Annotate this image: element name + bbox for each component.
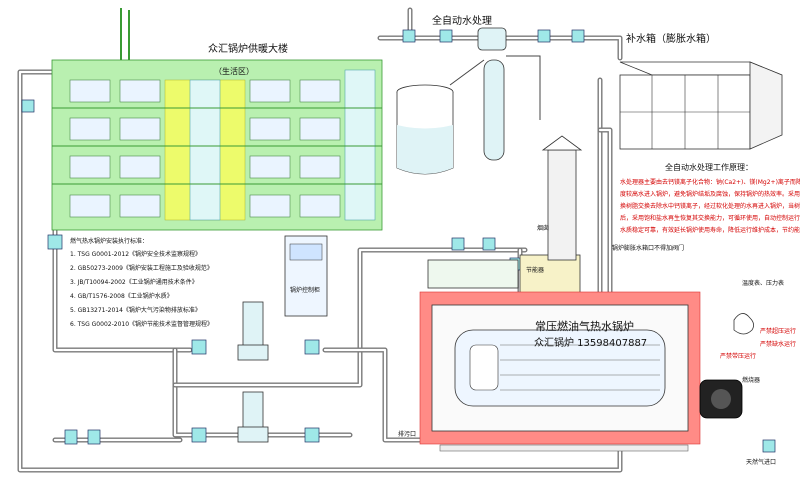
economizer-label: 节能器 — [526, 266, 544, 274]
building-subtitle: （生活区） — [214, 66, 254, 76]
water-treatment-title: 全自动水处理 — [432, 14, 492, 27]
principle-line-4: 后，采用饱和盐水再生恢复其交换能力，可循环使用，自动控制运行，操作简便， — [620, 214, 800, 222]
standard-6: 6. TSG G0002-2010《锅炉节能技术监督管理规程》 — [70, 320, 213, 328]
principle-panel: 全自动水处理工作原理： 水处理器主要由去钙镁离子化合物：钠(Ca2+)、镁(Mg… — [620, 162, 800, 234]
standard-4: 4. GB/T1576-2008《工业锅炉水质》 — [70, 292, 173, 300]
boiler-icon: 常压燃油气热水锅炉 众汇锅炉 13598407887 — [419, 291, 701, 452]
safety-warning-3: 严禁带压运行 — [720, 352, 756, 360]
pump-upper — [237, 301, 269, 361]
temp-pressure-label: 温度表、压力表 — [742, 279, 784, 287]
chimney-label: 烟囱 — [537, 224, 549, 232]
hand-warning-icon — [733, 313, 754, 335]
valve-group — [21, 29, 776, 453]
chimney-icon: 烟囱 — [537, 135, 583, 261]
principle-line-5: 水质稳定可靠，有效延长锅炉使用寿命，降低运行维护成本，节约能源。 — [620, 226, 800, 234]
boiler-phone: 众汇锅炉 13598407887 — [534, 336, 647, 349]
water-tank-icon: 补水箱（膨胀水箱） — [619, 32, 783, 150]
water-treatment-unit: 全自动水处理 — [396, 14, 541, 175]
burner-icon: 燃烧器 — [699, 376, 760, 419]
control-cabinet-label: 锅炉控制柜 — [290, 286, 320, 294]
principle-title: 全自动水处理工作原理： — [665, 162, 753, 172]
principle-line-2: 度较高水进入锅炉，避免锅炉结垢及腐蚀，保持锅炉的热效率。采用离子交 — [620, 190, 800, 198]
expansion-note: 锅炉膨胀水箱口不得加阀门 — [612, 244, 684, 252]
standard-3: 3. JB/T10094-2002《工业锅炉通用技术条件》 — [70, 278, 198, 286]
pump-lower — [237, 391, 269, 443]
drain-outlet-label: 排污口 — [398, 430, 416, 438]
salt-tank-icon — [396, 84, 454, 175]
principle-line-3: 换树脂交换去除水中钙镁离子，经过软化处理的水再进入锅炉，当树脂失效 — [620, 202, 800, 210]
boiler-title: 常压燃油气热水锅炉 — [535, 319, 634, 333]
building-floors — [69, 69, 376, 221]
economizer-icon: 节能器 — [427, 254, 581, 296]
gas-inlet-label: 天然气进口 — [746, 458, 776, 466]
safety-warning-2: 严禁缺水运行 — [760, 340, 796, 348]
safety-warning-1: 严禁超压运行 — [760, 327, 796, 335]
heating-building: 众汇锅炉供暖大楼 （生活区） — [51, 8, 383, 231]
burner-label: 燃烧器 — [742, 376, 760, 384]
standard-5: 5. GB13271-2014《锅炉大气污染物排放标准》 — [70, 306, 201, 314]
softener-tank-icon — [477, 27, 507, 161]
building-title: 众汇锅炉供暖大楼 — [208, 42, 288, 55]
standard-1: 1. TSG G0001-2012《锅炉安全技术监察规程》 — [70, 250, 201, 258]
standard-2: 2. GB50273-2009《锅炉安装工程施工及验收规范》 — [70, 264, 213, 272]
makeup-tank-title: 补水箱（膨胀水箱） — [626, 32, 716, 45]
control-cabinet-icon: 锅炉控制柜 — [284, 235, 328, 317]
principle-line-1: 水处理器主要由去钙镁离子化合物：钠(Ca2+)、镁(Mg2+)离子而降，导致硬 — [620, 178, 800, 186]
standards-list: 燃气热水锅炉安装执行标准： 1. TSG G0001-2012《锅炉安全技术监察… — [70, 237, 213, 328]
standards-title: 燃气热水锅炉安装执行标准： — [70, 237, 148, 245]
